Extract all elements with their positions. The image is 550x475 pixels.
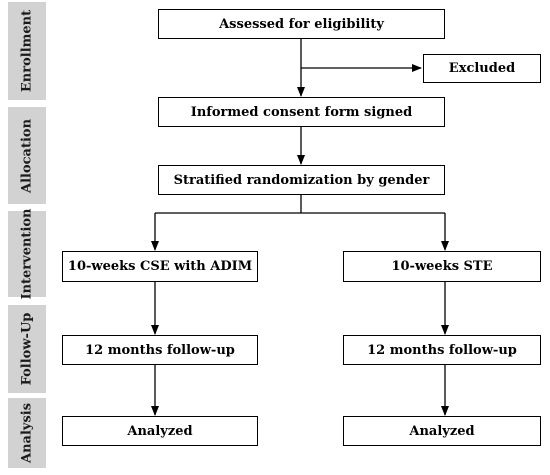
box-left-analyzed: Analyzed — [62, 416, 258, 446]
box-left-intervention: 10-weeks CSE with ADIM — [62, 251, 258, 282]
stage-tab-enrollment: Enrollment — [8, 2, 46, 100]
stage-tab-intervention: Intervention — [8, 209, 46, 300]
box-right-intervention: 10-weeks STE — [343, 251, 541, 282]
box-excluded: Excluded — [423, 54, 541, 83]
box-informed-consent: Informed consent form signed — [158, 97, 445, 127]
box-stratified-randomization: Stratified randomization by gender — [158, 165, 445, 195]
box-right-analyzed: Analyzed — [343, 416, 541, 446]
box-right-followup: 12 months follow-up — [343, 335, 541, 365]
stage-tab-follow-up: Follow-Up — [8, 305, 46, 393]
box-left-followup: 12 months follow-up — [62, 335, 258, 365]
stage-tab-allocation: Allocation — [8, 107, 46, 204]
stage-tab-analysis: Analysis — [8, 398, 46, 468]
box-assessed-for-eligibility: Assessed for eligibility — [158, 9, 445, 39]
